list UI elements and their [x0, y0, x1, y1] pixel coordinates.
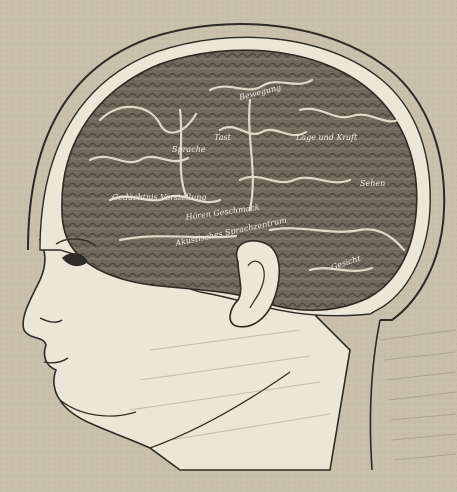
- label-region-center-left: Sprache: [172, 145, 206, 154]
- label-region-right: Lage und Kraft: [295, 133, 358, 142]
- label-region-far-right: Sehen: [360, 179, 385, 188]
- label-region-left-frontal: Gedächtnis Vorstellung: [112, 193, 207, 202]
- label-region-center: Tast: [214, 133, 232, 142]
